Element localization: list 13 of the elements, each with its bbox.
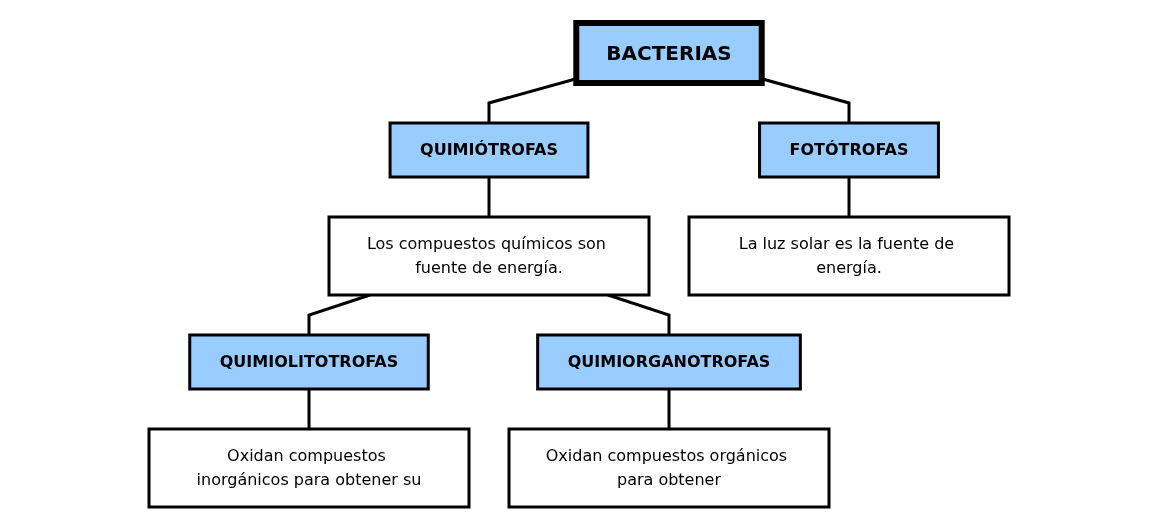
connector bbox=[307, 388, 311, 429]
node-box: QUIMIOLITOTROFAS bbox=[188, 333, 430, 390]
node-box: Los compuestos químicos son fuente de energía. bbox=[327, 215, 651, 296]
connector bbox=[667, 388, 671, 429]
node-box: La luz solar es la fuente de energía. bbox=[687, 215, 1011, 296]
node-box: QUIMIÓTROFAS bbox=[388, 121, 590, 178]
node-box: QUIMIORGANOTROFAS bbox=[536, 333, 802, 390]
node-box: Oxidan compuestos orgánicos para obtener bbox=[507, 427, 831, 508]
node-box: Oxidan compuestos inorgánicos para obtener su bbox=[147, 427, 471, 508]
connector bbox=[487, 176, 491, 217]
node-box: BACTERIAS bbox=[573, 19, 765, 86]
node-box: FOTÓTROFAS bbox=[758, 121, 940, 178]
connector bbox=[847, 176, 851, 217]
